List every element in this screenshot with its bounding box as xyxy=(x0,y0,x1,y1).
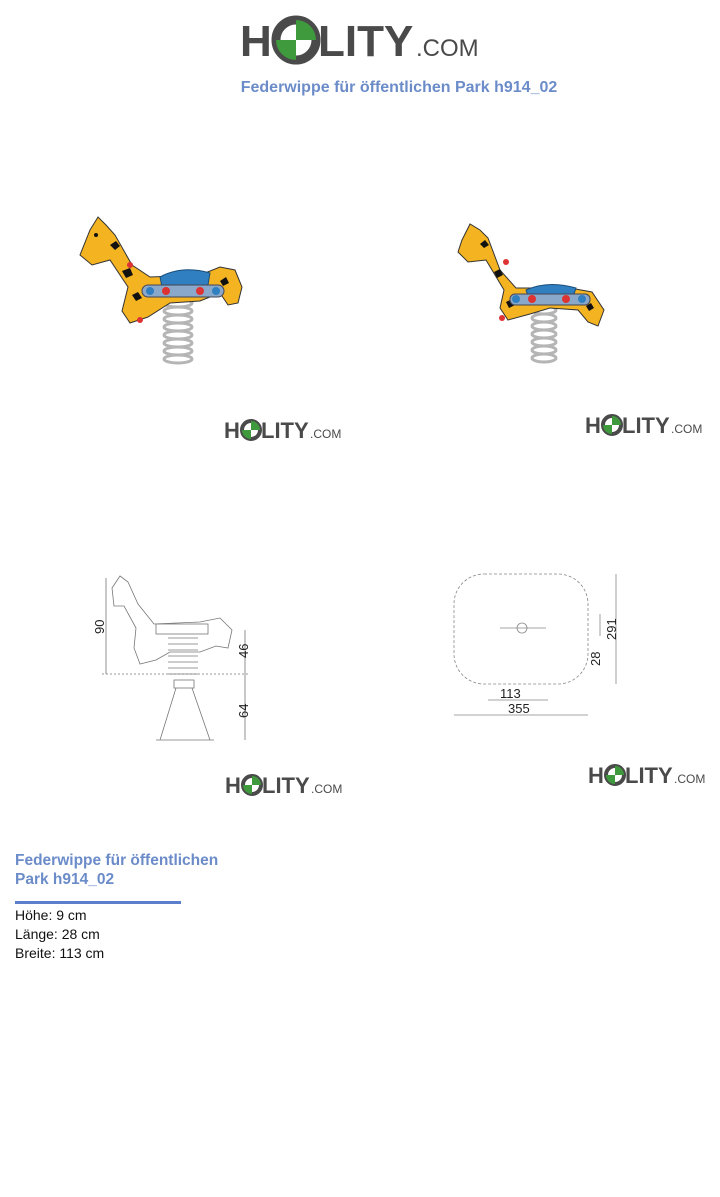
brand-logo-small: H LITY .COM xyxy=(588,761,706,789)
svg-text:H: H xyxy=(224,418,240,443)
brand-logo-small: H LITY .COM xyxy=(225,771,343,799)
spring-icon xyxy=(530,304,558,364)
dim-inner-width: 113 xyxy=(500,686,521,701)
dim-outer-width: 355 xyxy=(508,701,530,716)
dim-total-height: 90 xyxy=(92,620,107,634)
svg-text:LITY: LITY xyxy=(261,418,309,443)
svg-text:.COM: .COM xyxy=(311,782,342,796)
svg-text:LITY: LITY xyxy=(625,763,673,788)
title-divider xyxy=(15,901,181,904)
brand-suffix: .COM xyxy=(416,35,479,62)
brand-lity: LITY xyxy=(318,17,413,66)
spec-length: Länge: 28 cm xyxy=(15,926,100,942)
svg-text:H: H xyxy=(225,773,241,798)
svg-text:.COM: .COM xyxy=(674,772,705,786)
spec-height: Höhe: 9 cm xyxy=(15,907,87,923)
dim-ground-depth: 64 xyxy=(236,704,251,718)
technical-drawing-side[interactable]: 90 46 64 xyxy=(90,568,260,748)
brand-logo-small: H LITY .COM xyxy=(585,411,703,439)
svg-text:.COM: .COM xyxy=(671,422,702,436)
product-title-line1: Federwippe für öffentlichen xyxy=(15,852,219,869)
product-title-line2: Park h914_02 xyxy=(15,871,115,888)
brand-logo-small: H LITY .COM xyxy=(224,416,342,444)
brand-o-icon xyxy=(271,15,321,65)
spec-width: Breite: 113 cm xyxy=(15,945,105,961)
dim-depth: 291 xyxy=(604,618,619,640)
spring-icon xyxy=(162,297,194,365)
product-title: Federwippe für öffentlichen Park h914_02 xyxy=(15,851,275,889)
svg-text:LITY: LITY xyxy=(622,413,670,438)
dim-small: 28 xyxy=(588,652,603,666)
page-title: Federwippe für öffentlichen Park h914_02 xyxy=(240,79,558,96)
brand-h: H xyxy=(240,17,272,66)
technical-drawing-top[interactable]: 113 355 28 291 xyxy=(448,566,623,722)
svg-text:H: H xyxy=(585,413,601,438)
product-image-front[interactable] xyxy=(70,205,260,375)
brand-logo[interactable]: H LITY .COM xyxy=(240,12,482,68)
dim-seat-height: 46 xyxy=(236,644,251,658)
svg-text:H: H xyxy=(588,763,604,788)
svg-text:LITY: LITY xyxy=(262,773,310,798)
product-image-angled[interactable] xyxy=(450,210,610,375)
svg-text:.COM: .COM xyxy=(310,427,341,441)
